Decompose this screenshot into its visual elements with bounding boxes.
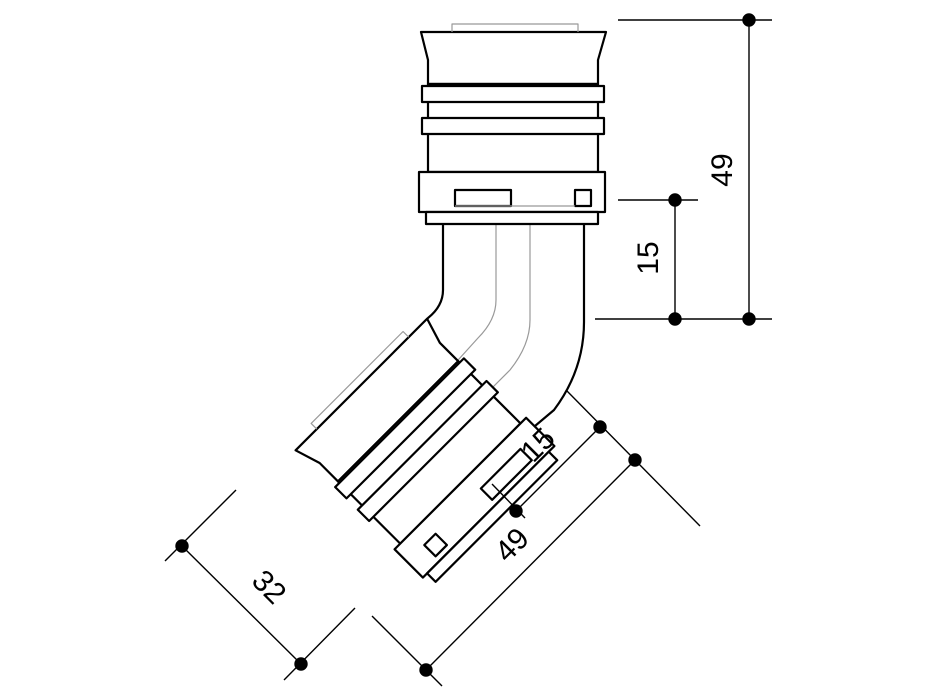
top-rib-2 bbox=[420, 116, 606, 136]
top-pipe-stub bbox=[451, 23, 579, 32]
diagonal-coupling bbox=[294, 317, 559, 583]
bend-hidden-line-left bbox=[439, 224, 497, 381]
dim-dot bbox=[668, 193, 682, 207]
top-step bbox=[424, 210, 600, 226]
dim-dot bbox=[294, 657, 308, 671]
diagonal-step bbox=[426, 450, 559, 583]
label-diagonal-overall-length: 49 bbox=[489, 522, 536, 569]
dim-dot bbox=[742, 312, 756, 326]
top-rib-1 bbox=[420, 84, 606, 104]
diagonal-window-2 bbox=[423, 532, 449, 558]
bend-hidden-line-right bbox=[461, 224, 531, 419]
bend-outer-contour bbox=[490, 224, 586, 464]
diagonal-window-1 bbox=[479, 447, 533, 501]
ext-line-dia-lower bbox=[283, 607, 356, 681]
dim-dot bbox=[742, 13, 756, 27]
bend-inner-contour bbox=[393, 224, 445, 353]
diagonal-rib-2 bbox=[356, 379, 499, 523]
top-window-1 bbox=[453, 188, 513, 208]
top-mouth bbox=[419, 30, 608, 86]
elbow-body bbox=[393, 224, 586, 464]
dimension-diameter bbox=[164, 489, 356, 681]
dim-dot bbox=[593, 420, 607, 434]
ext-line-dia-upper bbox=[164, 489, 237, 562]
dim-line-diag-49 bbox=[425, 459, 636, 671]
label-top-insertion-depth: 15 bbox=[632, 241, 665, 274]
top-coupling bbox=[417, 23, 608, 226]
label-pipe-diameter: 32 bbox=[245, 564, 292, 611]
dimension-top-overall bbox=[595, 13, 772, 326]
dim-dot bbox=[628, 453, 642, 467]
dim-dot bbox=[668, 312, 682, 326]
dim-dot bbox=[175, 539, 189, 553]
dim-dot bbox=[509, 504, 523, 518]
top-window-2 bbox=[573, 188, 593, 208]
dim-line-diameter bbox=[181, 545, 302, 665]
diagonal-rib-1 bbox=[334, 357, 477, 500]
dim-line-diag-15 bbox=[515, 426, 601, 512]
ext-line-diag-49-end bbox=[371, 615, 443, 687]
dimension-top-insertion bbox=[618, 193, 698, 326]
diagonal-pipe-stub bbox=[310, 330, 410, 430]
dimension-diagonal bbox=[371, 390, 701, 687]
label-top-overall-length: 49 bbox=[706, 153, 739, 186]
